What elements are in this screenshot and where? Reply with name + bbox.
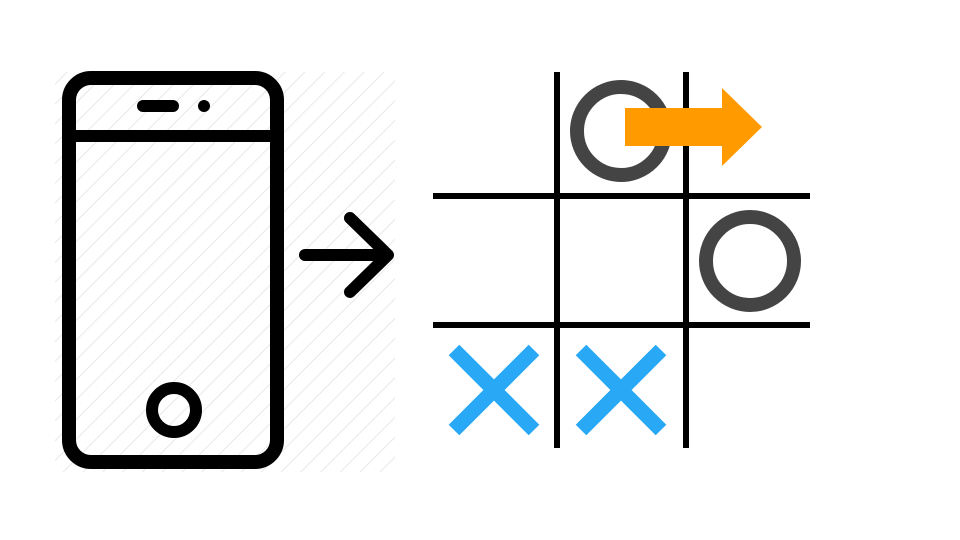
arrow-right-icon (299, 212, 394, 298)
orange-arrow-icon (625, 88, 762, 166)
board-marks (448, 80, 801, 436)
phone-body (62, 71, 284, 469)
x-mark-r2-c1 (575, 344, 667, 436)
phone-home-button (146, 382, 202, 438)
x-mark-r2-c0 (448, 344, 540, 436)
o-mark-r1-c2 (699, 210, 801, 312)
smartphone-icon (62, 71, 284, 469)
phone-camera (198, 100, 210, 112)
